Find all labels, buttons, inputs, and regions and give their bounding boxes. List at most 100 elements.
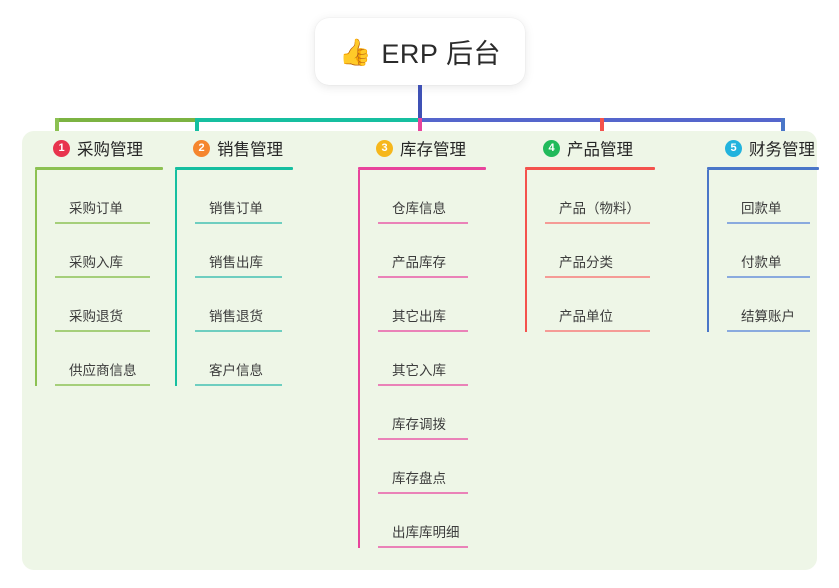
leaf-underline <box>195 222 282 224</box>
column-title: 销售管理 <box>217 141 283 159</box>
leaf-underline <box>378 546 468 548</box>
leaf-label: 付款单 <box>741 255 782 270</box>
leaf-underline <box>545 330 650 332</box>
leaf-underline <box>378 492 468 494</box>
leaf-item[interactable]: 结算账户 <box>727 278 819 332</box>
leaf-item[interactable]: 采购订单 <box>55 170 163 224</box>
leaf-label: 库存调拨 <box>392 417 446 432</box>
leaf-item[interactable]: 产品（物料） <box>545 170 655 224</box>
leaf-underline <box>727 330 810 332</box>
column-underline <box>175 167 293 170</box>
leaf-label: 库存盘点 <box>392 471 446 486</box>
leaf-item[interactable]: 库存盘点 <box>378 440 486 494</box>
leaf-item[interactable]: 销售订单 <box>195 170 293 224</box>
column-badge-1: 1 <box>53 139 70 157</box>
column-销售管理: 2 销售管理销售订单销售出库销售退货客户信息 <box>175 131 293 386</box>
leaf-underline <box>378 330 468 332</box>
leaf-item[interactable]: 产品分类 <box>545 224 655 278</box>
leaf-label: 销售出库 <box>209 255 263 270</box>
column-财务管理: 5 财务管理回款单付款单结算账户 <box>707 131 819 332</box>
column-title: 产品管理 <box>567 141 633 159</box>
column-采购管理: 1 采购管理采购订单采购入库采购退货供应商信息 <box>35 131 163 386</box>
leaf-underline <box>55 222 150 224</box>
leaf-underline <box>378 438 468 440</box>
column-title: 库存管理 <box>400 141 466 159</box>
leaf-label: 销售退货 <box>209 309 263 324</box>
leaf-item[interactable]: 供应商信息 <box>55 332 163 386</box>
leaf-item[interactable]: 仓库信息 <box>378 170 486 224</box>
column-header-3[interactable]: 3 库存管理 <box>358 131 486 165</box>
leaf-label: 其它入库 <box>392 363 446 378</box>
leaf-list: 采购订单采购入库采购退货供应商信息 <box>35 170 163 386</box>
branch-stem <box>707 170 709 332</box>
leaf-label: 其它出库 <box>392 309 446 324</box>
leaf-item[interactable]: 采购退货 <box>55 278 163 332</box>
root-node-erp-backend[interactable]: 👍 ERP 后台 <box>315 18 525 85</box>
leaf-underline <box>195 330 282 332</box>
column-underline <box>358 167 486 170</box>
leaf-list: 仓库信息产品库存其它出库其它入库库存调拨库存盘点出库库明细 <box>358 170 486 548</box>
leaf-underline <box>55 384 150 386</box>
root-node-title: ERP 后台 <box>381 39 501 69</box>
leaf-item[interactable]: 其它入库 <box>378 332 486 386</box>
leaf-label: 产品（物料） <box>559 201 640 216</box>
branch-stem <box>175 170 177 386</box>
column-badge-5: 5 <box>725 139 742 157</box>
column-header-4[interactable]: 4 产品管理 <box>525 131 655 165</box>
column-underline <box>35 167 163 170</box>
leaf-label: 出库库明细 <box>392 525 460 540</box>
leaf-item[interactable]: 付款单 <box>727 224 819 278</box>
leaf-label: 产品单位 <box>559 309 613 324</box>
column-产品管理: 4 产品管理产品（物料） 产品分类产品单位 <box>525 131 655 332</box>
column-underline <box>707 167 819 170</box>
branch-stem <box>35 170 37 386</box>
leaf-item[interactable]: 客户信息 <box>195 332 293 386</box>
leaf-underline <box>378 276 468 278</box>
leaf-list: 回款单付款单结算账户 <box>707 170 819 332</box>
column-title: 财务管理 <box>749 141 815 159</box>
leaf-label: 产品分类 <box>559 255 613 270</box>
branch-stem <box>358 170 360 548</box>
column-库存管理: 3 库存管理仓库信息产品库存其它出库其它入库库存调拨库存盘点出库库明细 <box>358 131 486 548</box>
leaf-underline <box>378 384 468 386</box>
leaf-item[interactable]: 产品库存 <box>378 224 486 278</box>
leaf-label: 采购入库 <box>69 255 123 270</box>
leaf-label: 销售订单 <box>209 201 263 216</box>
leaf-item[interactable]: 销售退货 <box>195 278 293 332</box>
column-badge-3: 3 <box>376 139 393 157</box>
leaf-label: 仓库信息 <box>392 201 446 216</box>
branch-stem <box>525 170 527 332</box>
leaf-label: 客户信息 <box>209 363 263 378</box>
leaf-underline <box>545 222 650 224</box>
thumbs-up-icon: 👍 <box>339 36 372 67</box>
leaf-underline <box>727 222 810 224</box>
column-badge-4: 4 <box>543 139 560 157</box>
column-header-2[interactable]: 2 销售管理 <box>175 131 293 165</box>
diagram-panel <box>22 131 817 570</box>
column-title: 采购管理 <box>77 141 143 159</box>
leaf-item[interactable]: 出库库明细 <box>378 494 486 548</box>
leaf-item[interactable]: 其它出库 <box>378 278 486 332</box>
leaf-item[interactable]: 销售出库 <box>195 224 293 278</box>
leaf-underline <box>195 276 282 278</box>
leaf-list: 销售订单销售出库销售退货客户信息 <box>175 170 293 386</box>
leaf-item[interactable]: 采购入库 <box>55 224 163 278</box>
leaf-label: 结算账户 <box>741 309 795 324</box>
leaf-item[interactable]: 回款单 <box>727 170 819 224</box>
leaf-underline <box>727 276 810 278</box>
column-badge-2: 2 <box>193 139 210 157</box>
leaf-underline <box>545 276 650 278</box>
column-underline <box>525 167 655 170</box>
leaf-label: 回款单 <box>741 201 782 216</box>
leaf-underline <box>378 222 468 224</box>
leaf-label: 供应商信息 <box>69 363 137 378</box>
column-header-5[interactable]: 5 财务管理 <box>707 131 819 165</box>
leaf-label: 采购退货 <box>69 309 123 324</box>
leaf-label: 产品库存 <box>392 255 446 270</box>
leaf-underline <box>55 276 150 278</box>
leaf-item[interactable]: 库存调拨 <box>378 386 486 440</box>
leaf-item[interactable]: 产品单位 <box>545 278 655 332</box>
column-header-1[interactable]: 1 采购管理 <box>35 131 163 165</box>
leaf-label: 采购订单 <box>69 201 123 216</box>
